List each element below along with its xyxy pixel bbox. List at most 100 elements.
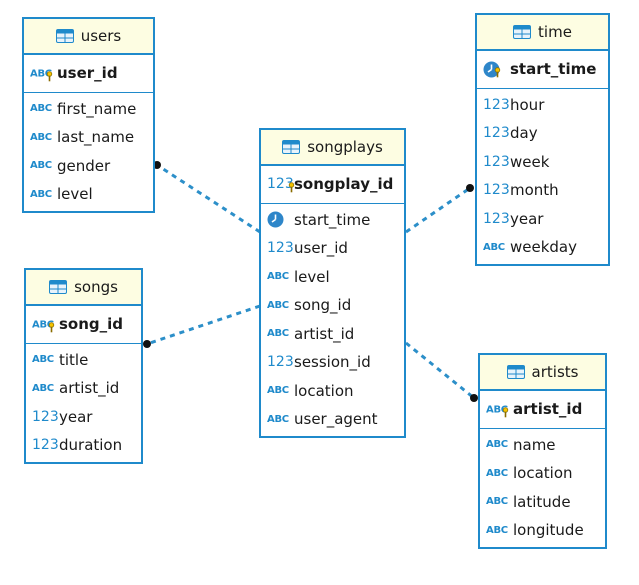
column-name: last_name	[57, 128, 135, 147]
text-type-icon: ABC	[486, 496, 508, 508]
column-name: day	[510, 124, 538, 143]
table-name: time	[538, 23, 572, 41]
table-icon	[55, 29, 74, 43]
column-name: level	[57, 185, 93, 204]
column-name: start_time	[294, 210, 371, 229]
table-name: users	[80, 27, 122, 45]
table-icon	[506, 365, 525, 379]
number-type-icon: 123	[483, 182, 510, 199]
rel-songplays-songs[interactable]	[143, 304, 261, 348]
text-type-icon: ABC	[267, 299, 289, 311]
table-name: songs	[74, 278, 118, 296]
column-row[interactable]: ABC first_name	[24, 95, 153, 124]
rel-songplays-artists[interactable]	[405, 341, 478, 402]
column-name: user_agent	[294, 410, 378, 429]
column-name: gender	[57, 156, 111, 175]
column-name: first_name	[57, 99, 137, 118]
text-type-icon: ABC	[483, 241, 505, 253]
text-type-icon: ABC	[486, 467, 508, 479]
table-header[interactable]: songplays	[261, 130, 404, 166]
rel-songplays-users[interactable]	[153, 161, 261, 234]
column-row[interactable]: ABC level	[24, 180, 153, 209]
column-row[interactable]: ABC latitude	[480, 488, 605, 517]
number-type-icon: 123	[483, 96, 510, 113]
column-name: songplay_id	[294, 175, 394, 194]
number-type-icon: 123	[267, 354, 294, 371]
table-header[interactable]: time	[477, 15, 608, 51]
number-key-type-icon: 123	[267, 175, 294, 193]
number-type-icon: 123	[483, 210, 510, 227]
primary-key-row[interactable]: ABC artist_id	[480, 395, 605, 424]
primary-key-row[interactable]: start_time	[477, 55, 608, 84]
column-name: artist_id	[513, 400, 583, 419]
column-name: location	[294, 381, 354, 400]
text-type-icon: ABC	[30, 103, 52, 115]
number-type-icon: 123	[267, 240, 294, 257]
text-type-icon: ABC	[30, 188, 52, 200]
number-type-icon: 123	[32, 408, 59, 425]
column-name: artist_id	[294, 324, 355, 343]
number-type-icon: 123	[483, 153, 510, 170]
text-type-icon: ABC	[486, 524, 508, 536]
table-icon	[49, 280, 68, 294]
table-name: artists	[531, 363, 579, 381]
column-name: latitude	[513, 492, 571, 511]
column-row[interactable]: start_time	[261, 206, 404, 235]
text-type-icon: ABC	[30, 160, 52, 172]
text-type-icon: ABC	[32, 382, 54, 394]
table-header[interactable]: users	[24, 19, 153, 55]
text-key-type-icon: ABC	[486, 404, 508, 418]
column-row[interactable]: ABC artist_id	[261, 320, 404, 349]
column-row[interactable]: ABC gender	[24, 152, 153, 181]
rel-songplays-time[interactable]	[405, 184, 474, 234]
table-header[interactable]: artists	[480, 355, 605, 391]
number-type-icon: 123	[32, 437, 59, 454]
text-type-icon: ABC	[267, 328, 289, 340]
column-name: weekday	[510, 238, 578, 257]
column-row[interactable]: ABC location	[261, 377, 404, 406]
column-name: user_id	[57, 64, 118, 83]
column-row[interactable]: ABC weekday	[477, 233, 608, 262]
column-name: start_time	[510, 60, 597, 79]
text-type-icon: ABC	[267, 385, 289, 397]
column-name: week	[510, 152, 550, 171]
timestamp-key-type-icon	[483, 61, 508, 78]
column-row[interactable]: ABC last_name	[24, 123, 153, 152]
text-type-icon: ABC	[486, 439, 508, 451]
column-name: user_id	[294, 239, 348, 258]
column-name: month	[510, 181, 559, 200]
text-type-icon: ABC	[30, 131, 52, 143]
table-header[interactable]: songs	[26, 270, 141, 306]
